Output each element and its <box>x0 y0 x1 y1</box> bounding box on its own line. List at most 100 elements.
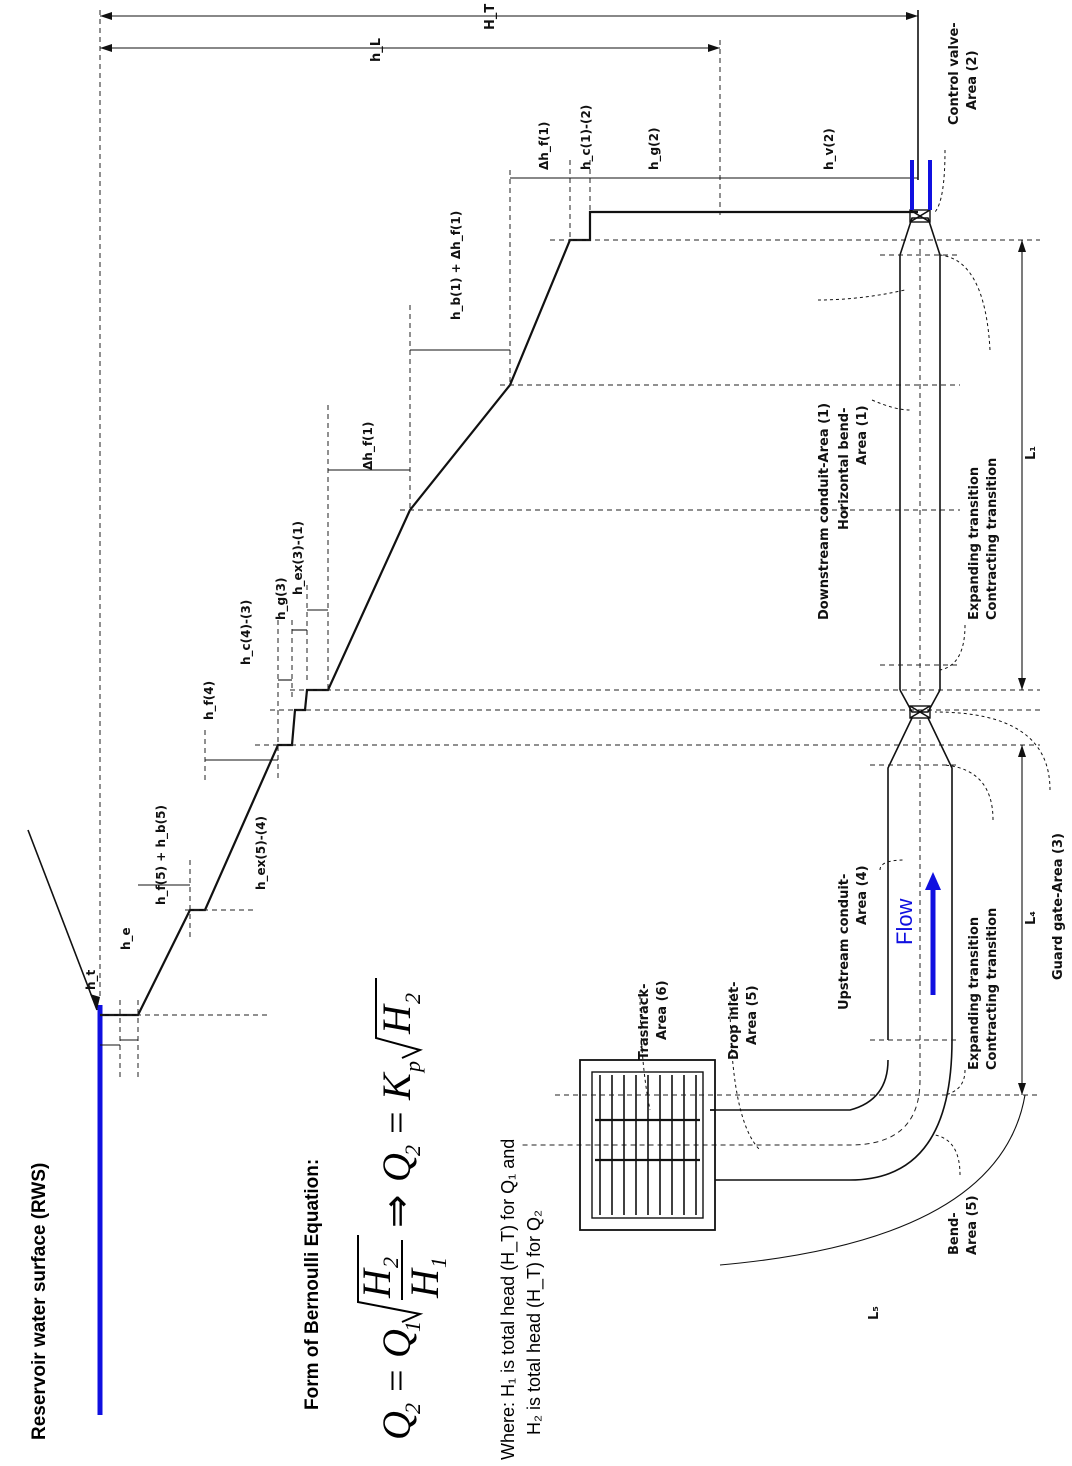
contracting-transition-2-label: Contracting transition <box>985 908 1000 1070</box>
bend-leader <box>934 1134 961 1176</box>
l1-arrow-bottom <box>1018 678 1026 690</box>
guard-gate-x2 <box>909 705 931 719</box>
l5-label: L₅ <box>867 1306 882 1320</box>
expanding-1-leader <box>939 624 966 671</box>
bend-centerline <box>520 1079 921 1146</box>
control-valve-label-2: Area (2) <box>965 50 980 110</box>
bernoulli-equation: Q 2 = Q 1 H 2 H 1 ⇒ Q 2 = K p H 2 <box>354 978 451 1440</box>
contracting-1-leader <box>939 254 991 351</box>
contracting-2-leader <box>944 764 994 821</box>
l4-arrow-bottom <box>1018 1083 1026 1095</box>
eq-equals-1: = <box>374 1369 419 1392</box>
eq-h1: H <box>402 1267 447 1299</box>
eq-q1: Q <box>374 1329 419 1358</box>
dhf1b-label: Δh_f(1) <box>537 122 552 170</box>
l4-arrow-top <box>1018 745 1026 757</box>
eq-q2b: Q <box>374 1153 419 1182</box>
trashrack-label-1: Trashrack- <box>637 983 652 1060</box>
equation-heading: Form of Bernoulli Equation: <box>302 1159 323 1410</box>
bend-inner-wall <box>710 1059 889 1111</box>
eq-equals-2: = <box>374 1111 419 1134</box>
drop-inlet-label-2: Area (5) <box>745 985 760 1045</box>
rws-leader <box>27 829 98 1011</box>
eq-sqrt-2 <box>375 978 423 1059</box>
hg2-label: h_g(2) <box>647 128 662 170</box>
downstream-conduit-label: Downstream conduit-Area (1) <box>817 403 832 620</box>
l1-label: L₁ <box>1024 446 1039 460</box>
energy-grade-line <box>100 210 918 1017</box>
guard-gate-label: Guard gate-Area (3) <box>1051 833 1066 980</box>
bend-label-1: Bend- <box>947 1212 962 1255</box>
control-valve-body <box>909 209 931 223</box>
drop-inlet-leader <box>729 994 761 1151</box>
hb1-dhf1-label: h_b(1) + Δh_f(1) <box>449 211 464 320</box>
guard-gate-leader <box>934 711 1051 791</box>
flow-arrow-head <box>925 872 941 890</box>
control-valve-label-1: Control valve- <box>947 22 962 125</box>
ht-small-label: h_t <box>84 969 99 990</box>
hl-arrow-left <box>100 44 112 52</box>
eq-h2: H <box>354 1267 399 1299</box>
eq-h2b: H <box>374 1003 419 1035</box>
ht-label: H_T <box>483 4 498 30</box>
upstream-conduit-wall-left <box>887 717 913 1040</box>
drop-inlet-label-1: Drop inlet- <box>727 981 742 1060</box>
hf4-label: h_f(4) <box>202 681 217 720</box>
eq-q2: Q <box>374 1411 419 1440</box>
contracting-transition-1 <box>899 217 941 256</box>
hg3-label: h_g(3) <box>274 578 289 620</box>
trashrack-frame <box>579 1059 716 1231</box>
trashrack-inner <box>591 1071 704 1219</box>
l5-dimension-curve <box>719 1094 1026 1266</box>
trashrack-bars <box>595 1075 700 1215</box>
horizontal-bend-label-2: Area (1) <box>855 405 870 465</box>
ht-arrow-right <box>906 12 918 20</box>
control-valve-x2 <box>909 209 931 223</box>
eq-implies: ⇒ <box>374 1194 419 1228</box>
trashrack-leader <box>639 989 651 1111</box>
eq-q2-sub: 2 <box>400 1403 425 1414</box>
downstream-conduit-leader <box>817 289 906 301</box>
eq-sqrt-1 <box>357 1235 424 1323</box>
hex54-label: h_ex(5)-(4) <box>254 816 269 890</box>
expanding-transition-1-label: Expanding transition <box>967 467 982 620</box>
bend-label-2: Area (5) <box>965 1195 980 1255</box>
hl-arrow-right <box>708 44 720 52</box>
eq-q2b-sub: 2 <box>400 1145 425 1156</box>
hc12-label: h_c(1)-(2) <box>579 105 594 170</box>
horizontal-bend-label-1: Horizontal bend- <box>837 408 852 530</box>
eq-q1-sub: 1 <box>400 1321 425 1332</box>
bend-outer-wall <box>720 1039 953 1181</box>
dhf1a-label: Δh_f(1) <box>361 422 376 470</box>
upstream-conduit-label-1: Upstream conduit- <box>837 874 852 1010</box>
eq-h2b-sub: 2 <box>400 993 425 1004</box>
expanding-transition-2-label: Expanding transition <box>967 917 982 1070</box>
contracting-transition-1-label: Contracting transition <box>985 458 1000 620</box>
hc43-label: h_c(4)-(3) <box>239 600 254 665</box>
trashrack-label-2: Area (6) <box>655 980 670 1040</box>
rws-arrowhead <box>90 994 100 1010</box>
l1-arrow-top <box>1018 240 1026 252</box>
eq-kp-sub: p <box>400 1061 425 1074</box>
rws-title: Reservoir water surface (RWS) <box>29 1163 50 1440</box>
upstream-conduit-leader <box>879 859 906 871</box>
horizontal-bend-leader <box>871 399 911 411</box>
he-label: h_e <box>119 927 134 950</box>
ht-arrow-left <box>100 12 112 20</box>
hf5-hb5-label: h_f(5) + h_b(5) <box>154 805 169 905</box>
control-valve-leader <box>934 149 946 213</box>
eq-h2-sub: 2 <box>378 1257 403 1268</box>
upstream-conduit-label-2: Area (4) <box>855 865 870 925</box>
hex31-label: h_ex(3)-(1) <box>291 521 306 595</box>
eq-h1-sub: 1 <box>426 1257 451 1268</box>
upstream-conduit-wall-right <box>927 717 953 1040</box>
expanding-2-leader <box>944 1069 966 1096</box>
hl-label: h_L <box>369 38 384 62</box>
where-line-1: Where: H₁ is total head (H_T) for Q₁ and <box>498 1139 519 1460</box>
l4-label: L₄ <box>1024 911 1039 925</box>
where-line-2: H₂ is total head (H_T) for Q₂ <box>524 1210 545 1435</box>
guard-gate-body <box>909 705 931 719</box>
flow-label: Flow <box>892 898 917 945</box>
